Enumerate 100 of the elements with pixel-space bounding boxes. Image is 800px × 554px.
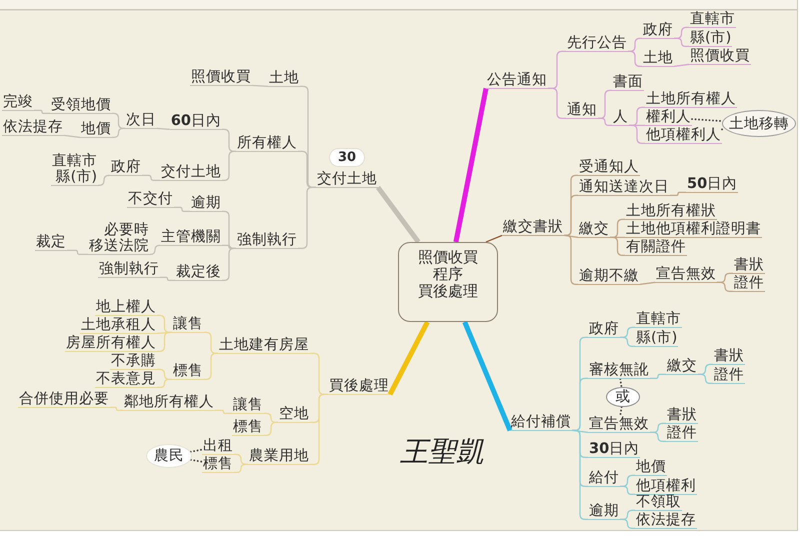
topic-label: 依法提存 <box>635 512 697 529</box>
branch-line <box>215 410 232 414</box>
topic-label: 直轄市 縣(市) <box>51 153 98 186</box>
branch-line <box>204 332 218 354</box>
topic-label: 證件 <box>713 367 745 384</box>
branch-line <box>34 110 50 114</box>
topic-label: 不承購 <box>110 353 157 370</box>
number-bubble: 30 <box>330 149 364 166</box>
topic-label: 政府 <box>642 22 674 39</box>
topic-label: 逾期 <box>190 195 222 212</box>
dotted-connector <box>721 128 726 130</box>
topic-label: 土地所有權人 <box>645 91 737 108</box>
branch-line <box>222 248 236 281</box>
topic-label: 地價 <box>635 459 667 476</box>
topic-label: 強制執行 <box>98 261 160 278</box>
branch-line <box>620 518 635 529</box>
topic-label: 所有權人 <box>236 135 298 152</box>
topic-label: 60日內 <box>170 113 222 130</box>
topic-label: 直轄市 <box>689 11 736 28</box>
branch-line <box>204 352 218 380</box>
topic-label: 他項權利 <box>635 478 697 495</box>
topic-label: 標售 <box>172 363 204 380</box>
topic-label: 50日內 <box>686 176 738 193</box>
topic-label: 權利人 <box>645 109 692 126</box>
topic-label: 合併使用必要 <box>18 391 110 408</box>
branch-line <box>157 314 172 333</box>
main-branch-line <box>462 321 512 432</box>
branch-line <box>674 64 690 67</box>
topic-label: 政府 <box>588 321 620 338</box>
topic-label: 完竣 <box>2 94 34 111</box>
topic-label: 標售 <box>202 456 234 473</box>
topic-label: 通知 <box>566 102 598 119</box>
branch-line <box>628 50 642 67</box>
branch-line <box>67 250 88 255</box>
branch-line <box>160 276 175 281</box>
topic-label: 照價收買 <box>190 69 252 86</box>
branch-line <box>264 422 278 436</box>
branch-line <box>252 84 268 87</box>
branch-line <box>572 430 588 520</box>
branch-line <box>157 378 172 388</box>
topic-label: 書狀 <box>713 348 745 365</box>
branch-line <box>156 128 170 130</box>
topic-label: 給付 <box>588 470 620 487</box>
topic-label: 地價 <box>80 121 112 138</box>
topic-label: 裁定 <box>35 234 67 251</box>
dotted-connector <box>190 448 203 453</box>
topic-label: 土地他項權利證明書 <box>625 221 762 238</box>
topic-label: 不領取 <box>635 494 682 511</box>
topic-label: 土地 <box>268 70 300 87</box>
topic-label: 直轄市 <box>635 311 682 328</box>
topic-label: 逾期不繳 <box>578 268 640 285</box>
branch-line <box>174 206 190 212</box>
branch-line <box>157 332 172 352</box>
branch-line <box>234 464 248 473</box>
branch-line <box>610 218 625 238</box>
branch-line <box>717 282 733 292</box>
dotted-connector <box>190 458 203 463</box>
branch-line <box>157 368 172 380</box>
dotted-connector <box>619 406 622 417</box>
topic-label: 宣告無效 <box>588 416 650 433</box>
topic-label: 土地所有權狀 <box>625 203 717 220</box>
topic-label: 審核無訛 <box>588 362 650 379</box>
topic-label: 公告通知 <box>486 72 548 89</box>
topic-label: 繳交書狀 <box>502 219 564 236</box>
topic-label: 受通知人 <box>578 159 640 176</box>
central-topic-box: 照價收買程序 買後處理 <box>398 242 498 322</box>
branch-line <box>698 364 713 375</box>
topic-label: 逾期 <box>588 503 620 520</box>
topic-label: 30日內 <box>588 441 640 458</box>
topic-label: 繳交 <box>578 221 610 238</box>
dotted-connector <box>619 378 622 388</box>
branch-line <box>548 88 566 119</box>
topic-label: 書面 <box>612 74 644 91</box>
topic-label: 出租 <box>202 438 234 455</box>
topic-label: 空地 <box>278 406 310 423</box>
topic-label: 裁定後 <box>175 264 222 281</box>
branch-line <box>674 38 689 47</box>
topic-label: 照價收買 <box>689 48 751 65</box>
topic-label: 證件 <box>666 425 698 442</box>
topic-label: 標售 <box>232 419 264 436</box>
branch-line <box>564 234 578 238</box>
topic-label: 次日 <box>125 112 157 129</box>
branch-line <box>222 210 236 249</box>
handwritten-signature: 王聖凱 <box>400 436 484 468</box>
topic-label: 依法提存 <box>2 119 64 136</box>
branch-line <box>64 134 80 138</box>
topic-label: 先行公告 <box>566 35 628 52</box>
branch-line <box>620 336 635 347</box>
branch-line <box>620 326 635 338</box>
branch-line <box>142 174 160 181</box>
topic-label: 不表意見 <box>95 371 157 388</box>
topic-label: 讓售 <box>172 316 204 333</box>
branch-line <box>698 374 713 384</box>
branch-line <box>112 112 125 129</box>
branch-line <box>650 432 666 442</box>
main-branch-line <box>388 320 430 396</box>
topic-label: 縣(市) <box>689 30 732 47</box>
topic-label: 強制執行 <box>236 232 298 249</box>
branch-line <box>640 282 656 285</box>
branch-line <box>620 486 635 495</box>
